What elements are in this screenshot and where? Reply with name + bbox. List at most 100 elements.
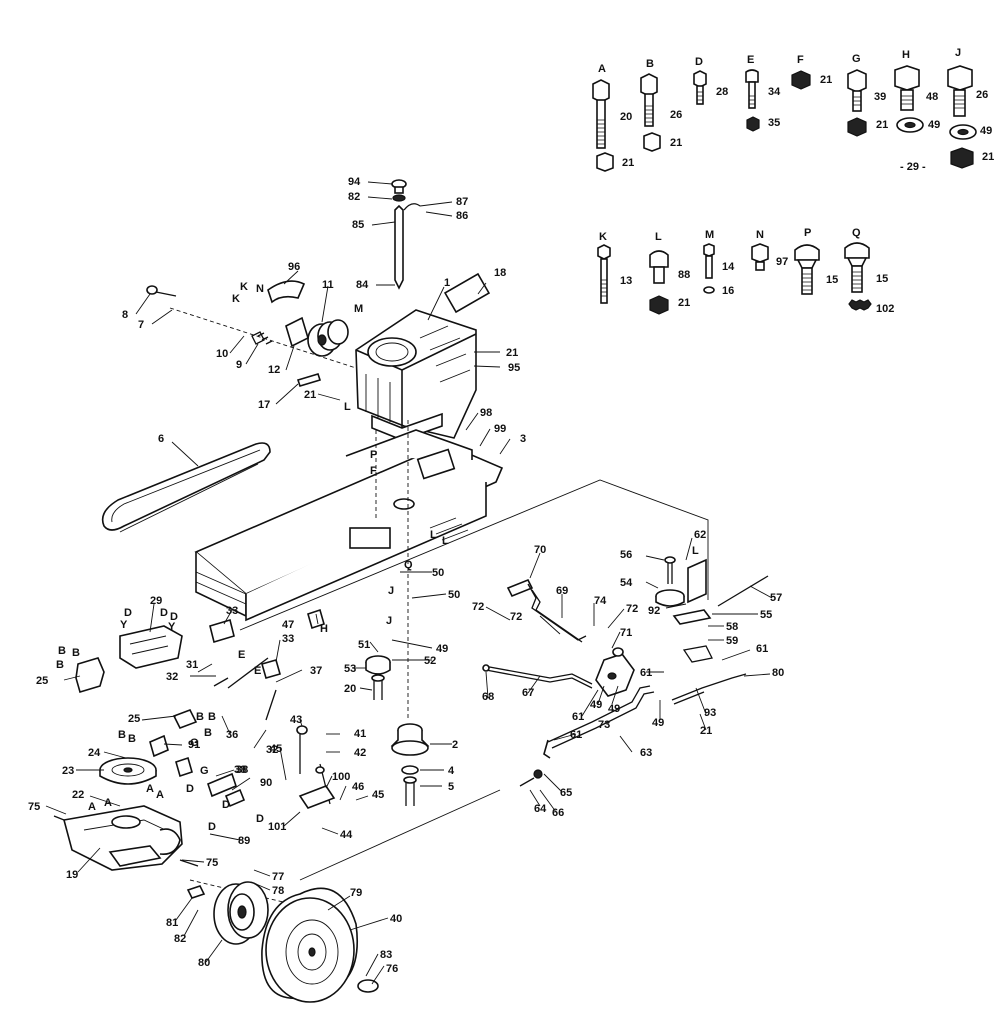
callout-57: 57: [770, 592, 782, 604]
bolt-m-icon: [703, 243, 715, 294]
callout-58: 58: [726, 621, 738, 633]
callout-100: 100: [332, 771, 350, 783]
axis-line-engine: [169, 307, 357, 369]
callout-31: 31: [186, 659, 198, 671]
mark-e2: E: [254, 665, 261, 677]
callout-86: 86: [456, 210, 468, 222]
key-nut-j: 21: [982, 151, 994, 163]
mark-j2: J: [386, 615, 392, 627]
mark-l1: L: [344, 401, 351, 413]
callout-29: 29: [150, 595, 162, 607]
key-washer-m: 16: [722, 285, 734, 297]
bolt-a-icon: [592, 79, 614, 172]
callout-32a: 32: [166, 671, 178, 683]
callout-21: 21: [304, 389, 316, 401]
bolt-d-icon: [693, 70, 707, 105]
key-letter-m: M: [705, 229, 714, 241]
callout-98: 98: [480, 407, 492, 419]
key-letter-e: E: [747, 54, 754, 66]
callout-50a: 50: [432, 567, 444, 579]
callout-75b: 75: [206, 857, 218, 869]
callout-62: 62: [694, 529, 706, 541]
callout-23: 23: [62, 765, 74, 777]
callout-80b: 80: [198, 957, 210, 969]
callout-85: 85: [352, 219, 364, 231]
callout-84: 84: [356, 279, 369, 291]
key-washer-q: 102: [876, 303, 894, 315]
key-letter-p: P: [804, 227, 811, 239]
callout-6: 6: [158, 433, 164, 445]
callout-65: 65: [560, 787, 572, 799]
callout-82: 82: [348, 191, 360, 203]
callout-46: 46: [352, 781, 364, 793]
bolt-n-icon: [751, 243, 769, 271]
wire-frame-outline: [239, 479, 709, 631]
callout-9: 9: [236, 359, 242, 371]
callout-61d: 61: [570, 729, 582, 741]
callout-44: 44: [340, 829, 353, 841]
bracket-29: [119, 625, 183, 669]
bolt-b-icon: [640, 73, 661, 152]
callout-53: 53: [344, 663, 356, 675]
mark-k1: K: [240, 281, 248, 293]
callout-69: 69: [556, 585, 568, 597]
callout-91: 91: [188, 739, 200, 751]
bracket-91: [149, 734, 169, 758]
key-letter-g: G: [852, 53, 861, 65]
mark-f: F: [370, 465, 377, 477]
callout-49a: 49: [590, 699, 602, 711]
callout-101: 101: [268, 821, 286, 833]
callout-52: 52: [424, 655, 436, 667]
mark-a1: A: [88, 801, 96, 813]
key-nut-l: 21: [678, 297, 690, 309]
callout-51: 51: [358, 639, 370, 651]
transmission-pulley-23: [99, 757, 157, 785]
mark-d4: D: [186, 783, 194, 795]
key-part-q: 15: [876, 273, 888, 285]
bracket-25-lower: [172, 708, 198, 730]
rod-36: [213, 677, 229, 687]
key-letter-a: A: [598, 63, 606, 75]
mark-k2: K: [232, 293, 240, 305]
shift-bracket-93: [595, 647, 635, 697]
callout-72c: 72: [510, 611, 522, 623]
key-part-l: 88: [678, 269, 690, 281]
callout-12: 12: [268, 364, 280, 376]
dipstick: [391, 179, 421, 290]
mark-l4: L: [692, 545, 699, 557]
key-letter-h: H: [902, 49, 910, 61]
key-extra-29: - 29 -: [900, 161, 926, 173]
callout-72b: 72: [626, 603, 638, 615]
callout-49d: 49: [436, 643, 448, 655]
hubcap-76: [357, 979, 379, 993]
hardware-key: [592, 65, 977, 315]
mark-l2: L: [430, 529, 437, 541]
callout-7: 7: [138, 319, 144, 331]
leader-lines: [45, 181, 773, 985]
mark-m: M: [354, 303, 363, 315]
callout-56: 56: [620, 549, 632, 561]
callout-49b: 49: [608, 703, 620, 715]
key-part-j: 26: [976, 89, 988, 101]
mark-b5: B: [196, 711, 204, 723]
wheel-40: [261, 887, 358, 1003]
mark-b3: B: [56, 659, 64, 671]
bolt-k-icon: [597, 244, 611, 304]
mark-p: P: [370, 449, 377, 461]
callout-80a: 80: [772, 667, 784, 679]
mark-b2: B: [72, 647, 80, 659]
callout-89: 89: [238, 835, 250, 847]
mark-j1: J: [388, 585, 394, 597]
callout-47: 47: [282, 619, 294, 631]
callout-78: 78: [272, 885, 284, 897]
callout-74: 74: [594, 595, 607, 607]
key-letter-k: K: [599, 231, 607, 243]
letter-marks: K N K M L P F L L Q J J H L D Y D D Y B …: [56, 281, 699, 833]
callout-5: 5: [448, 781, 454, 793]
key-part-g: 39: [874, 91, 886, 103]
callout-1: 1: [444, 277, 450, 289]
callout-92: 92: [648, 605, 660, 617]
callout-25b: 25: [128, 713, 140, 725]
key-nut-g: 21: [876, 119, 888, 131]
callout-18: 18: [494, 267, 506, 279]
